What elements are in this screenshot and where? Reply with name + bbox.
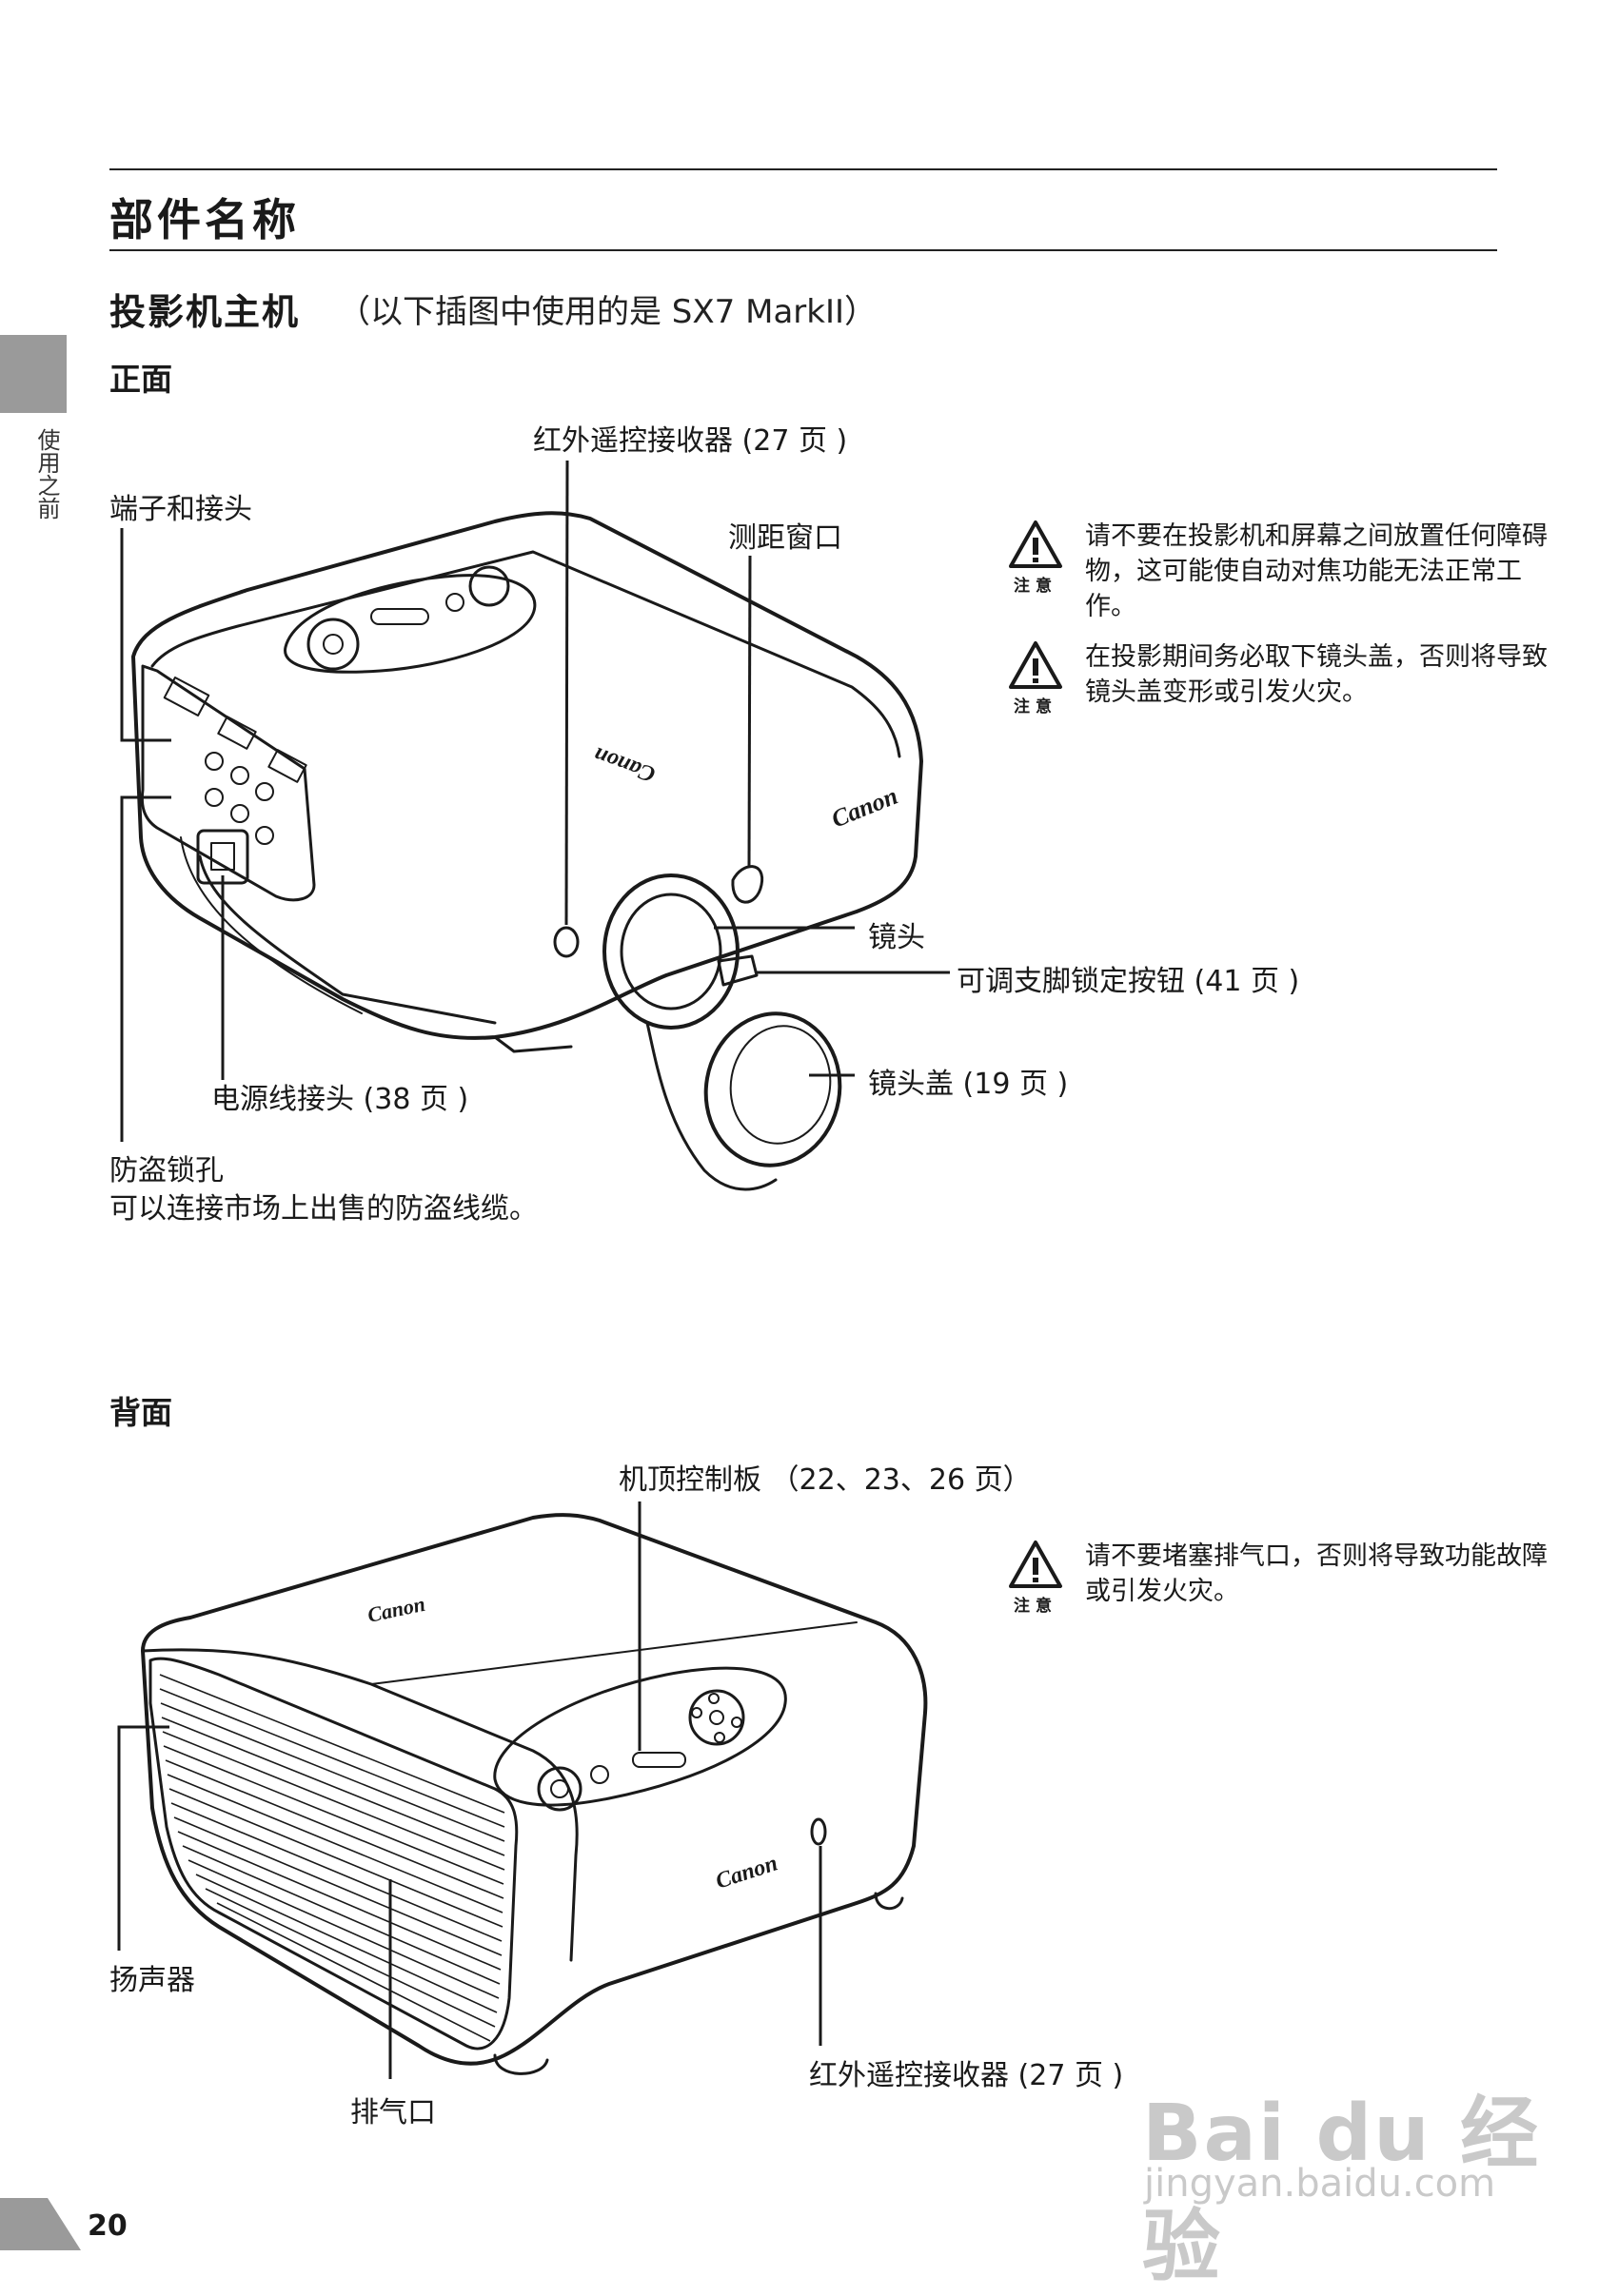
ir-receiver-back [810,1817,827,1846]
section-heading: 投影机主机 [109,291,301,333]
speaker-grille-slats [159,1674,505,2042]
foot-lock-button [717,954,759,987]
caution-word: 注意 [1014,697,1057,716]
warning-triangle-icon: 注意 [1007,1539,1064,1616]
terminal-panel [140,664,316,902]
front-illustration: Canon Canon [120,460,950,1191]
brand-logo-back-front: Canon [713,1851,780,1894]
caution-box-1: 注意 请不要在投影机和屏幕之间放置任何障碍物，这可能使自动对焦功能无法正常工作。 [1007,519,1548,633]
caution-text-3: 请不要堵塞排气口，否则将导致功能故障或引发火灾。 [1085,1541,1548,1606]
side-tab-label: 使用之前 [33,428,60,520]
label-ranging-window: 测距窗口 [728,521,842,555]
caution-text-2: 在投影期间务必取下镜头盖，否则将导致镜头盖变形或引发火灾。 [1085,642,1548,707]
lens-inner [620,893,722,1011]
label-ir-receiver-back: 红外遥控接收器 (27 页 ) [809,2059,1124,2092]
page-corner-tab [0,2198,81,2250]
label-security-slot: 防盗锁孔 [109,1154,224,1187]
projector-body-outline [131,511,923,1040]
label-ir-receiver-front: 红外遥控接收器 (27 页 ) [533,424,848,458]
label-vent: 排气口 [350,2096,436,2129]
label-security-slot-note: 可以连接市场上出售的防盗线缆。 [109,1192,538,1226]
projector-body-outline-back [141,1513,928,2066]
ir-receiver-front [553,926,580,958]
warning-triangle-icon: 注意 [1007,519,1064,596]
ranging-window [731,865,764,904]
label-lens-cap: 镜头盖 (19 页 ) [868,1068,1069,1101]
speaker-grille-outline [148,1657,519,2051]
label-top-panel: 机顶控制板 （22、23、26 页） [619,1463,1032,1497]
section-note: （以下插图中使用的是 SX7 MarkII） [338,293,878,331]
label-lens: 镜头 [868,921,925,954]
caution-word: 注意 [1014,577,1057,596]
top-control-panel [284,574,537,674]
back-illustration: Canon Canon [117,1501,928,2079]
caution-box-3: 注意 请不要堵塞排气口，否则将导致功能故障或引发火灾。 [1007,1539,1548,1624]
page-number: 20 [88,2209,128,2243]
label-foot-lock: 可调支脚锁定按钮 (41 页 ) [957,965,1300,998]
caution-text-1: 请不要在投影机和屏幕之间放置任何障碍物，这可能使自动对焦功能无法正常工作。 [1085,521,1548,621]
label-power-connector: 电源线接头 (38 页 ) [211,1083,469,1116]
warning-triangle-icon: 注意 [1007,639,1064,716]
side-tab [0,335,67,413]
label-speaker: 扬声器 [109,1964,195,1997]
watermark-url: jingyan.baidu.com [1144,2162,1496,2206]
title-underline [109,249,1497,251]
top-rule [109,168,1497,170]
page-title: 部件名称 [109,194,300,245]
caution-word: 注意 [1014,1597,1057,1616]
caution-box-2: 注意 在投影期间务必取下镜头盖，否则将导致镜头盖变形或引发火灾。 [1007,639,1548,725]
brand-logo-back-top: Canon [365,1592,427,1627]
back-heading: 背面 [109,1394,172,1431]
lens-cap [703,1011,842,1168]
lens-outer [602,873,740,1030]
label-terminals: 端子和接头 [109,493,252,526]
front-heading: 正面 [109,361,172,398]
